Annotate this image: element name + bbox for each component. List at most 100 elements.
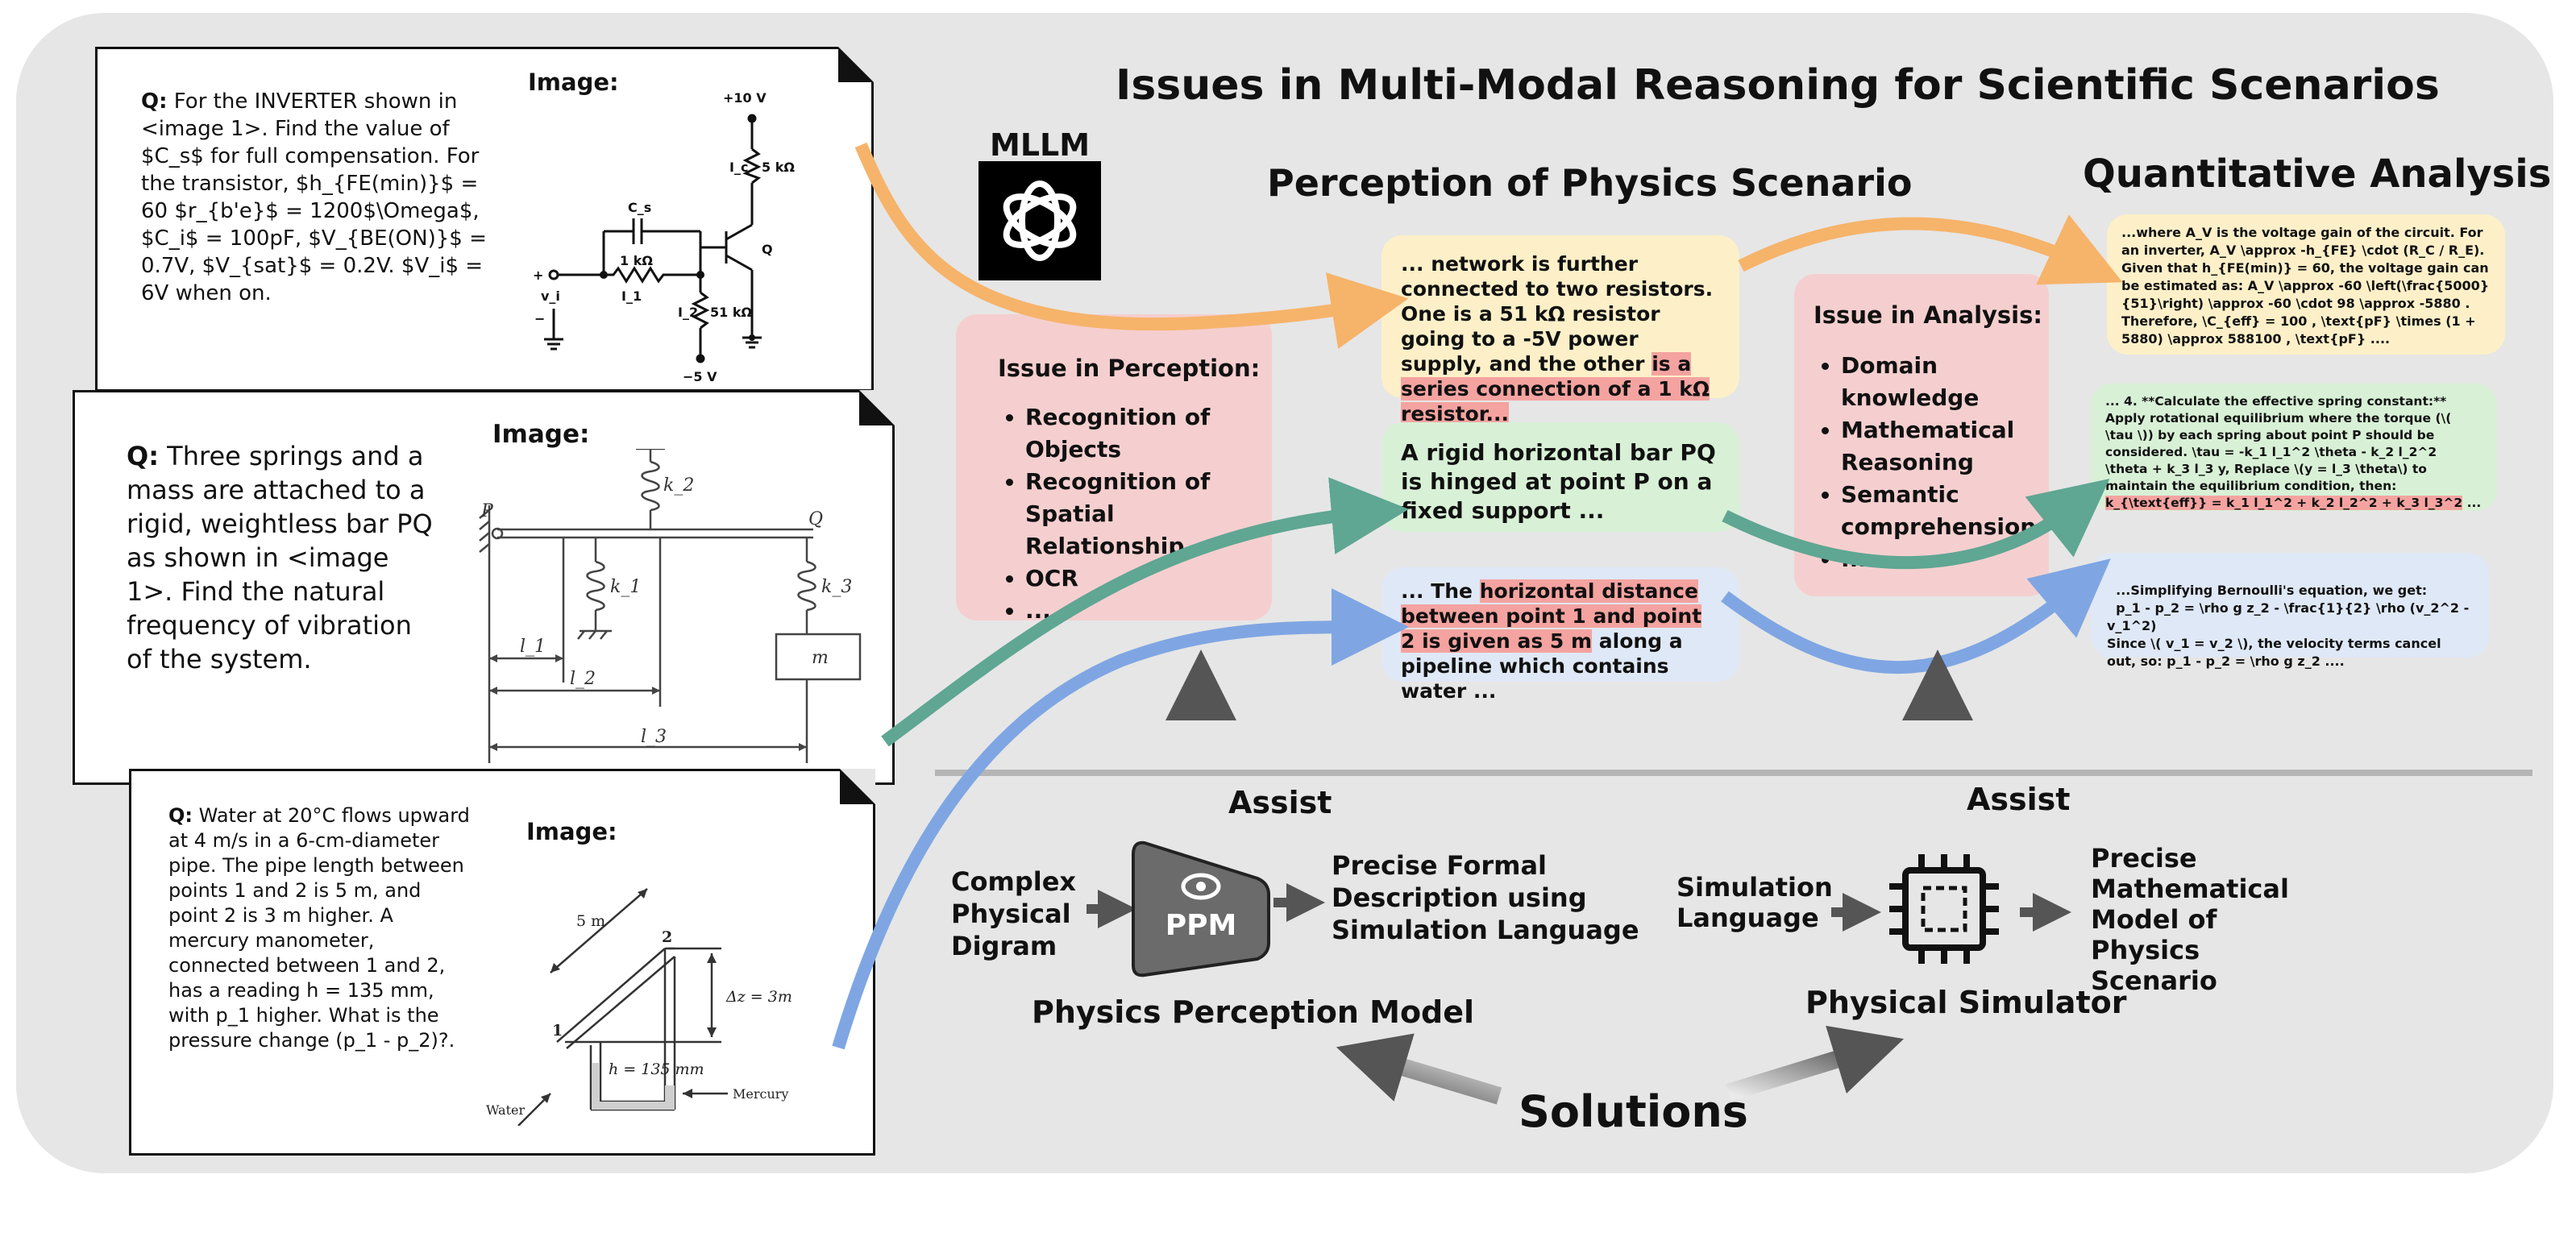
blue-flow-arrow bbox=[832, 588, 1409, 1050]
list-item: Domain knowledge bbox=[1841, 350, 2049, 414]
label-l2: l_2 bbox=[570, 669, 596, 689]
label-k2: k_2 bbox=[663, 475, 694, 496]
label-point1: 1 bbox=[552, 1022, 563, 1040]
label-p: P bbox=[480, 501, 494, 521]
issue-analysis-list: Domain knowledge Mathematical Reasoning … bbox=[1814, 350, 2049, 575]
list-item: OCR bbox=[1025, 562, 1272, 595]
ppm-input-label: Complex Physical Digram bbox=[951, 866, 1077, 961]
label-vi: v_i bbox=[541, 288, 560, 304]
solutions-arrow-left bbox=[1336, 1033, 1502, 1105]
circuit-figure: +10 V 5 kΩ I_c Q C_s 1 kΩ I_1 v_i I_2 51… bbox=[533, 90, 795, 384]
issue-analysis-title: Issue in Analysis: bbox=[1814, 301, 2042, 329]
label-water: Water bbox=[486, 1102, 525, 1118]
perception-header: Perception of Physics Scenario bbox=[1267, 161, 1913, 205]
analysis-text: ...Simplifying Bernoulli's equation, we … bbox=[2107, 583, 2470, 669]
sim-output-label: Precise Mathematical Model of Physics Sc… bbox=[2091, 843, 2289, 996]
analysis-box-springs: ... 4. **Calculate the effective spring … bbox=[2091, 384, 2497, 511]
label-1k: 1 kΩ bbox=[620, 253, 653, 268]
label-minus5v: −5 V bbox=[683, 369, 717, 384]
list-item: Semantic comprehension bbox=[1841, 479, 2049, 543]
mllm-label: MLLM bbox=[990, 127, 1091, 163]
openai-logo-icon bbox=[978, 161, 1101, 280]
analysis-box-circuit: ...where A_V is the voltage gain of the … bbox=[2107, 214, 2505, 355]
blue-flow-arrow bbox=[1721, 558, 2111, 674]
question-card-circuit: Q: For the INVERTER shown in <image 1>. … bbox=[95, 47, 874, 392]
question-card-springs: Q: Three springs and a mass are attached… bbox=[73, 390, 895, 785]
label-ic: I_c bbox=[729, 160, 748, 175]
question-prefix: Q: bbox=[141, 89, 168, 114]
processor-icon bbox=[1889, 854, 1999, 964]
question-card-pipe: Q: Water at 20°C flows upward at 4 m/s i… bbox=[129, 769, 875, 1156]
analysis-header: Quantitative Analysis bbox=[2083, 151, 2552, 197]
label-h: h = 135 mm bbox=[609, 1060, 704, 1078]
image-label: Image: bbox=[526, 818, 617, 845]
analysis-text: ... 4. **Calculate the effective spring … bbox=[2105, 394, 2452, 493]
label-q: Q bbox=[808, 509, 823, 529]
label-l3: l_3 bbox=[641, 727, 667, 747]
analysis-highlight: k_{\text{eff}} = k_1 l_1^2 + k_2 l_2^2 +… bbox=[2105, 496, 2463, 510]
section-divider bbox=[935, 770, 2532, 776]
perception-text: ... The bbox=[1401, 579, 1480, 603]
page-fold-corner bbox=[859, 390, 895, 425]
orange-flow-arrow bbox=[1738, 214, 2123, 285]
question-text: Q: Three springs and a mass are attached… bbox=[127, 439, 441, 676]
perception-box-pipe: ... The horizontal distance between poin… bbox=[1381, 567, 1739, 703]
issue-perception-title: Issue in Perception: bbox=[998, 355, 1261, 382]
list-item: Recognition of Spatial Relationship bbox=[1025, 466, 1272, 562]
question-prefix: Q: bbox=[127, 441, 159, 471]
label-i1: I_1 bbox=[621, 288, 642, 304]
perception-text: along a pipeline which contains water ..… bbox=[1401, 629, 1683, 703]
assist-label-right: Assist bbox=[1967, 782, 2071, 817]
list-item: Mathematical Reasoning bbox=[1841, 414, 2049, 479]
perception-box-circuit: ... network is further connected to two … bbox=[1381, 235, 1739, 425]
label-minus: − bbox=[534, 311, 545, 326]
perception-box-springs: A rigid horizontal bar PQ is hinged at p… bbox=[1381, 422, 1739, 532]
label-51k: 51 kΩ bbox=[710, 305, 752, 320]
perception-text: ... network is further connected to two … bbox=[1401, 252, 1714, 376]
label-m: m bbox=[812, 648, 829, 668]
question-text: Q: For the INVERTER shown in <image 1>. … bbox=[141, 88, 488, 307]
question-body: Water at 20°C flows upward at 4 m/s in a… bbox=[168, 804, 470, 1052]
label-i2: I_2 bbox=[678, 305, 698, 320]
sim-input-label: Simulation Language bbox=[1676, 872, 1833, 933]
issue-perception-list: Recognition of Objects Recognition of Sp… bbox=[998, 401, 1272, 627]
ppm-name-label: Physics Perception Model bbox=[1032, 994, 1475, 1030]
list-item: Recognition of Objects bbox=[1025, 401, 1272, 466]
teal-flow-arrow bbox=[1722, 479, 2110, 570]
ppm-chip-label: PPM bbox=[1165, 909, 1237, 942]
ppm-output-label: Precise Formal Description using Simulat… bbox=[1332, 850, 1639, 945]
label-plus: + bbox=[533, 268, 543, 283]
label-dz: Δz = 3m bbox=[725, 988, 792, 1006]
label-q: Q bbox=[762, 242, 773, 257]
ppm-chip-icon: PPM bbox=[1132, 840, 1270, 977]
image-label: Image: bbox=[492, 420, 590, 449]
orange-flow-arrow bbox=[854, 142, 1409, 349]
label-5k: 5 kΩ bbox=[762, 160, 795, 175]
label-l1: l_1 bbox=[520, 637, 546, 657]
question-body: Three springs and a mass are attached to… bbox=[127, 441, 433, 674]
issue-perception-box: Issue in Perception: Recognition of Obje… bbox=[956, 314, 1272, 624]
perception-text: A rigid horizontal bar PQ is hinged at p… bbox=[1401, 439, 1716, 524]
label-plus10v: +10 V bbox=[723, 90, 767, 106]
solutions-footer: Solutions bbox=[1519, 1086, 1748, 1137]
analysis-text: ... bbox=[2462, 496, 2482, 510]
label-mercury: Mercury bbox=[733, 1086, 788, 1102]
image-label: Image: bbox=[528, 68, 619, 96]
assist-label-left: Assist bbox=[1228, 785, 1332, 820]
page-fold-corner bbox=[838, 47, 874, 82]
pipe-figure: 5 m 2 1 Δz = 3m h = 135 mm Water Mercury bbox=[486, 888, 792, 1126]
sim-name-label: Physical Simulator bbox=[1805, 985, 2127, 1020]
label-5m: 5 m bbox=[576, 912, 605, 930]
label-k3: k_3 bbox=[821, 577, 852, 597]
label-k1: k_1 bbox=[610, 577, 641, 597]
page-fold-corner bbox=[840, 769, 875, 804]
question-prefix: Q: bbox=[168, 804, 193, 827]
label-cs: C_s bbox=[628, 200, 651, 215]
label-point2: 2 bbox=[662, 928, 672, 946]
analysis-text: ...where A_V is the voltage gain of the … bbox=[2121, 225, 2490, 347]
main-title: Issues in Multi-Modal Reasoning for Scie… bbox=[1116, 61, 2440, 110]
question-text: Q: Water at 20°C flows upward at 4 m/s i… bbox=[168, 803, 475, 1053]
solutions-arrow-right bbox=[1725, 1025, 1905, 1102]
teal-flow-arrow bbox=[881, 477, 1409, 747]
